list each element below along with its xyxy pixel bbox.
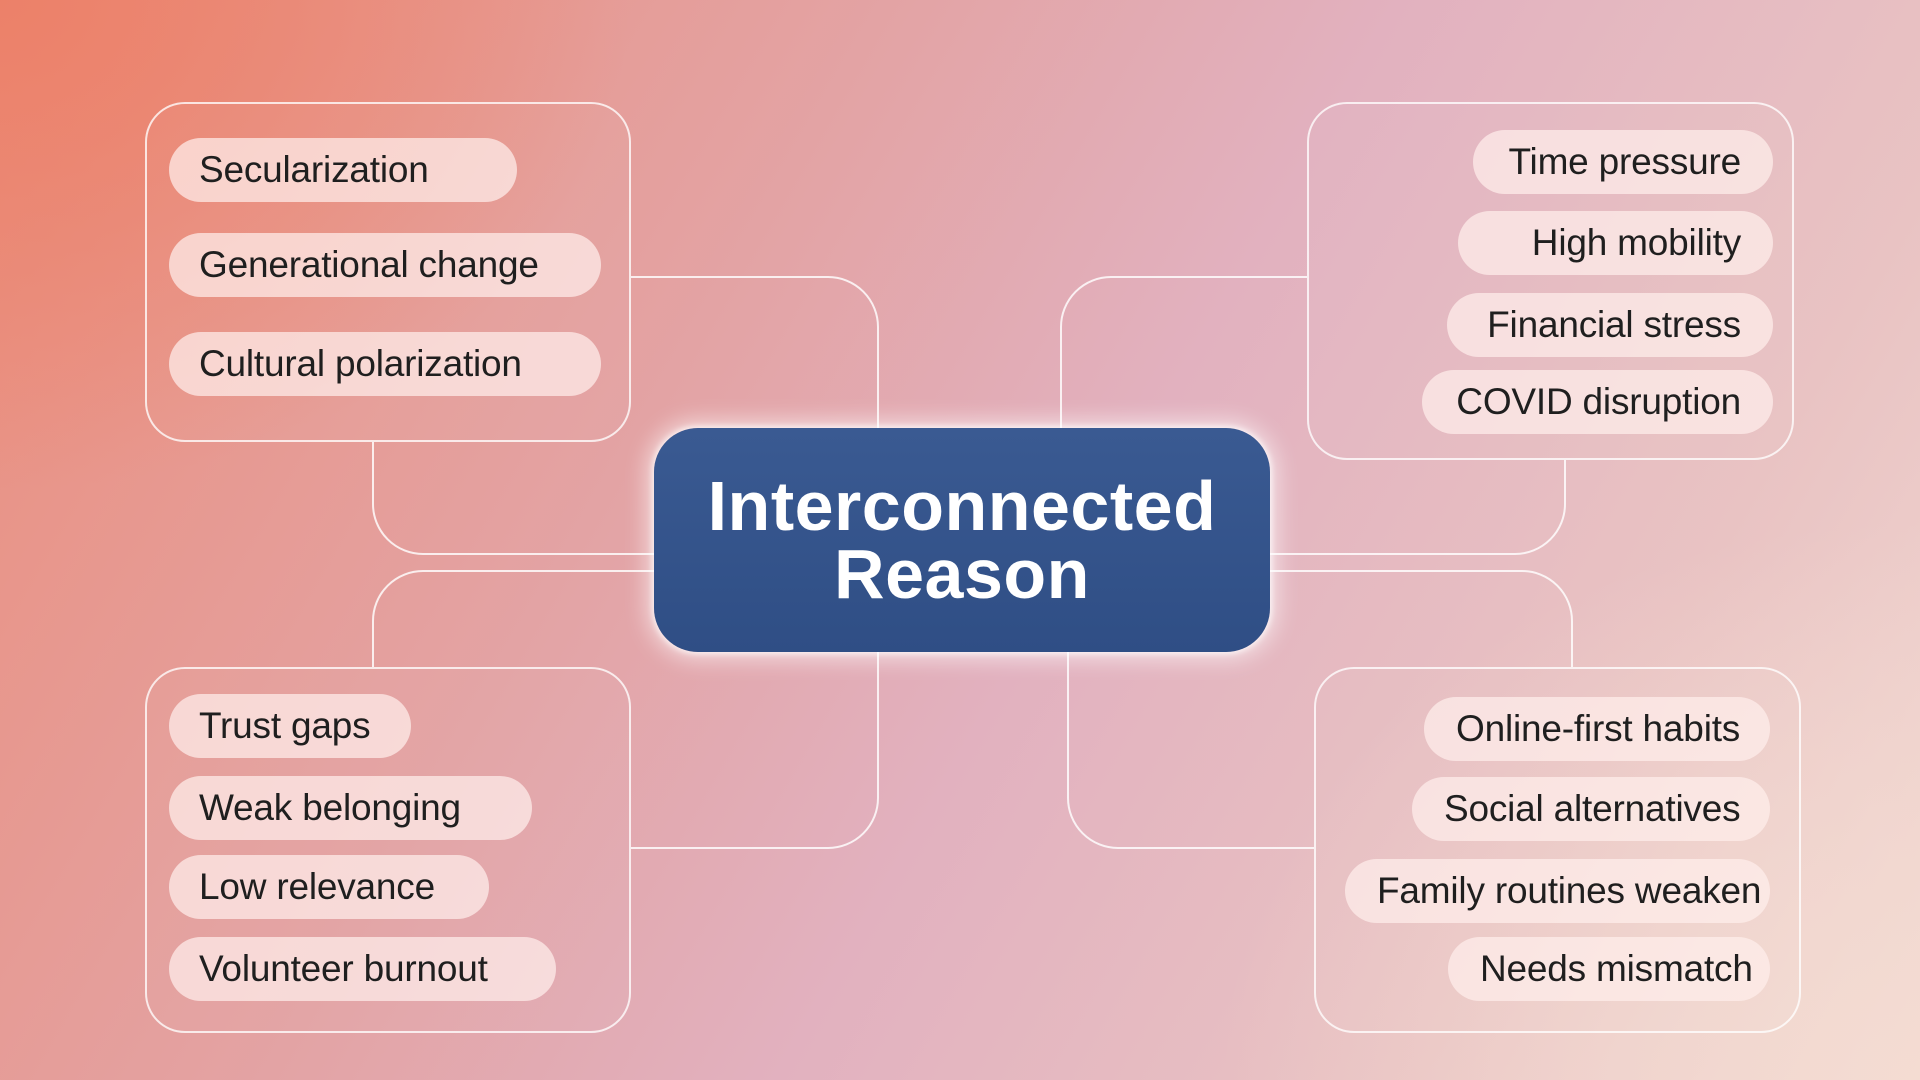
group-panel-bottom-left [145,667,631,1033]
node-covid-disruption: COVID disruption [1422,370,1773,434]
connector-top-left-upper [631,276,879,428]
connector-bottom-left-upper [372,570,654,667]
center-node: Interconnected Reason [654,428,1270,652]
node-cultural-polarization: Cultural polarization [169,332,601,396]
group-panel-bottom-right [1314,667,1801,1033]
node-time-pressure: Time pressure [1473,130,1773,194]
node-secularization: Secularization [169,138,517,202]
node-high-mobility: High mobility [1458,211,1773,275]
connector-top-left-lower [372,442,654,555]
node-trust-gaps: Trust gaps [169,694,411,758]
node-volunteer-burnout: Volunteer burnout [169,937,556,1001]
node-social-alternatives: Social alternatives [1412,777,1770,841]
node-low-relevance: Low relevance [169,855,489,919]
node-needs-mismatch: Needs mismatch [1448,937,1770,1001]
node-financial-stress: Financial stress [1447,293,1773,357]
group-panel-top-left [145,102,631,442]
connector-bottom-right-lower [1067,652,1314,849]
node-generational-change: Generational change [169,233,601,297]
connector-top-right-upper [1060,276,1307,428]
node-online-first-habits: Online-first habits [1424,697,1770,761]
center-title: Interconnected Reason [707,467,1217,613]
node-weak-belonging: Weak belonging [169,776,532,840]
connector-bottom-left-lower [631,652,879,849]
connector-bottom-right-upper [1270,570,1573,667]
node-family-routines-weaken: Family routines weaken [1345,859,1770,923]
connector-top-right-lower [1270,460,1566,555]
group-panel-top-right [1307,102,1794,460]
